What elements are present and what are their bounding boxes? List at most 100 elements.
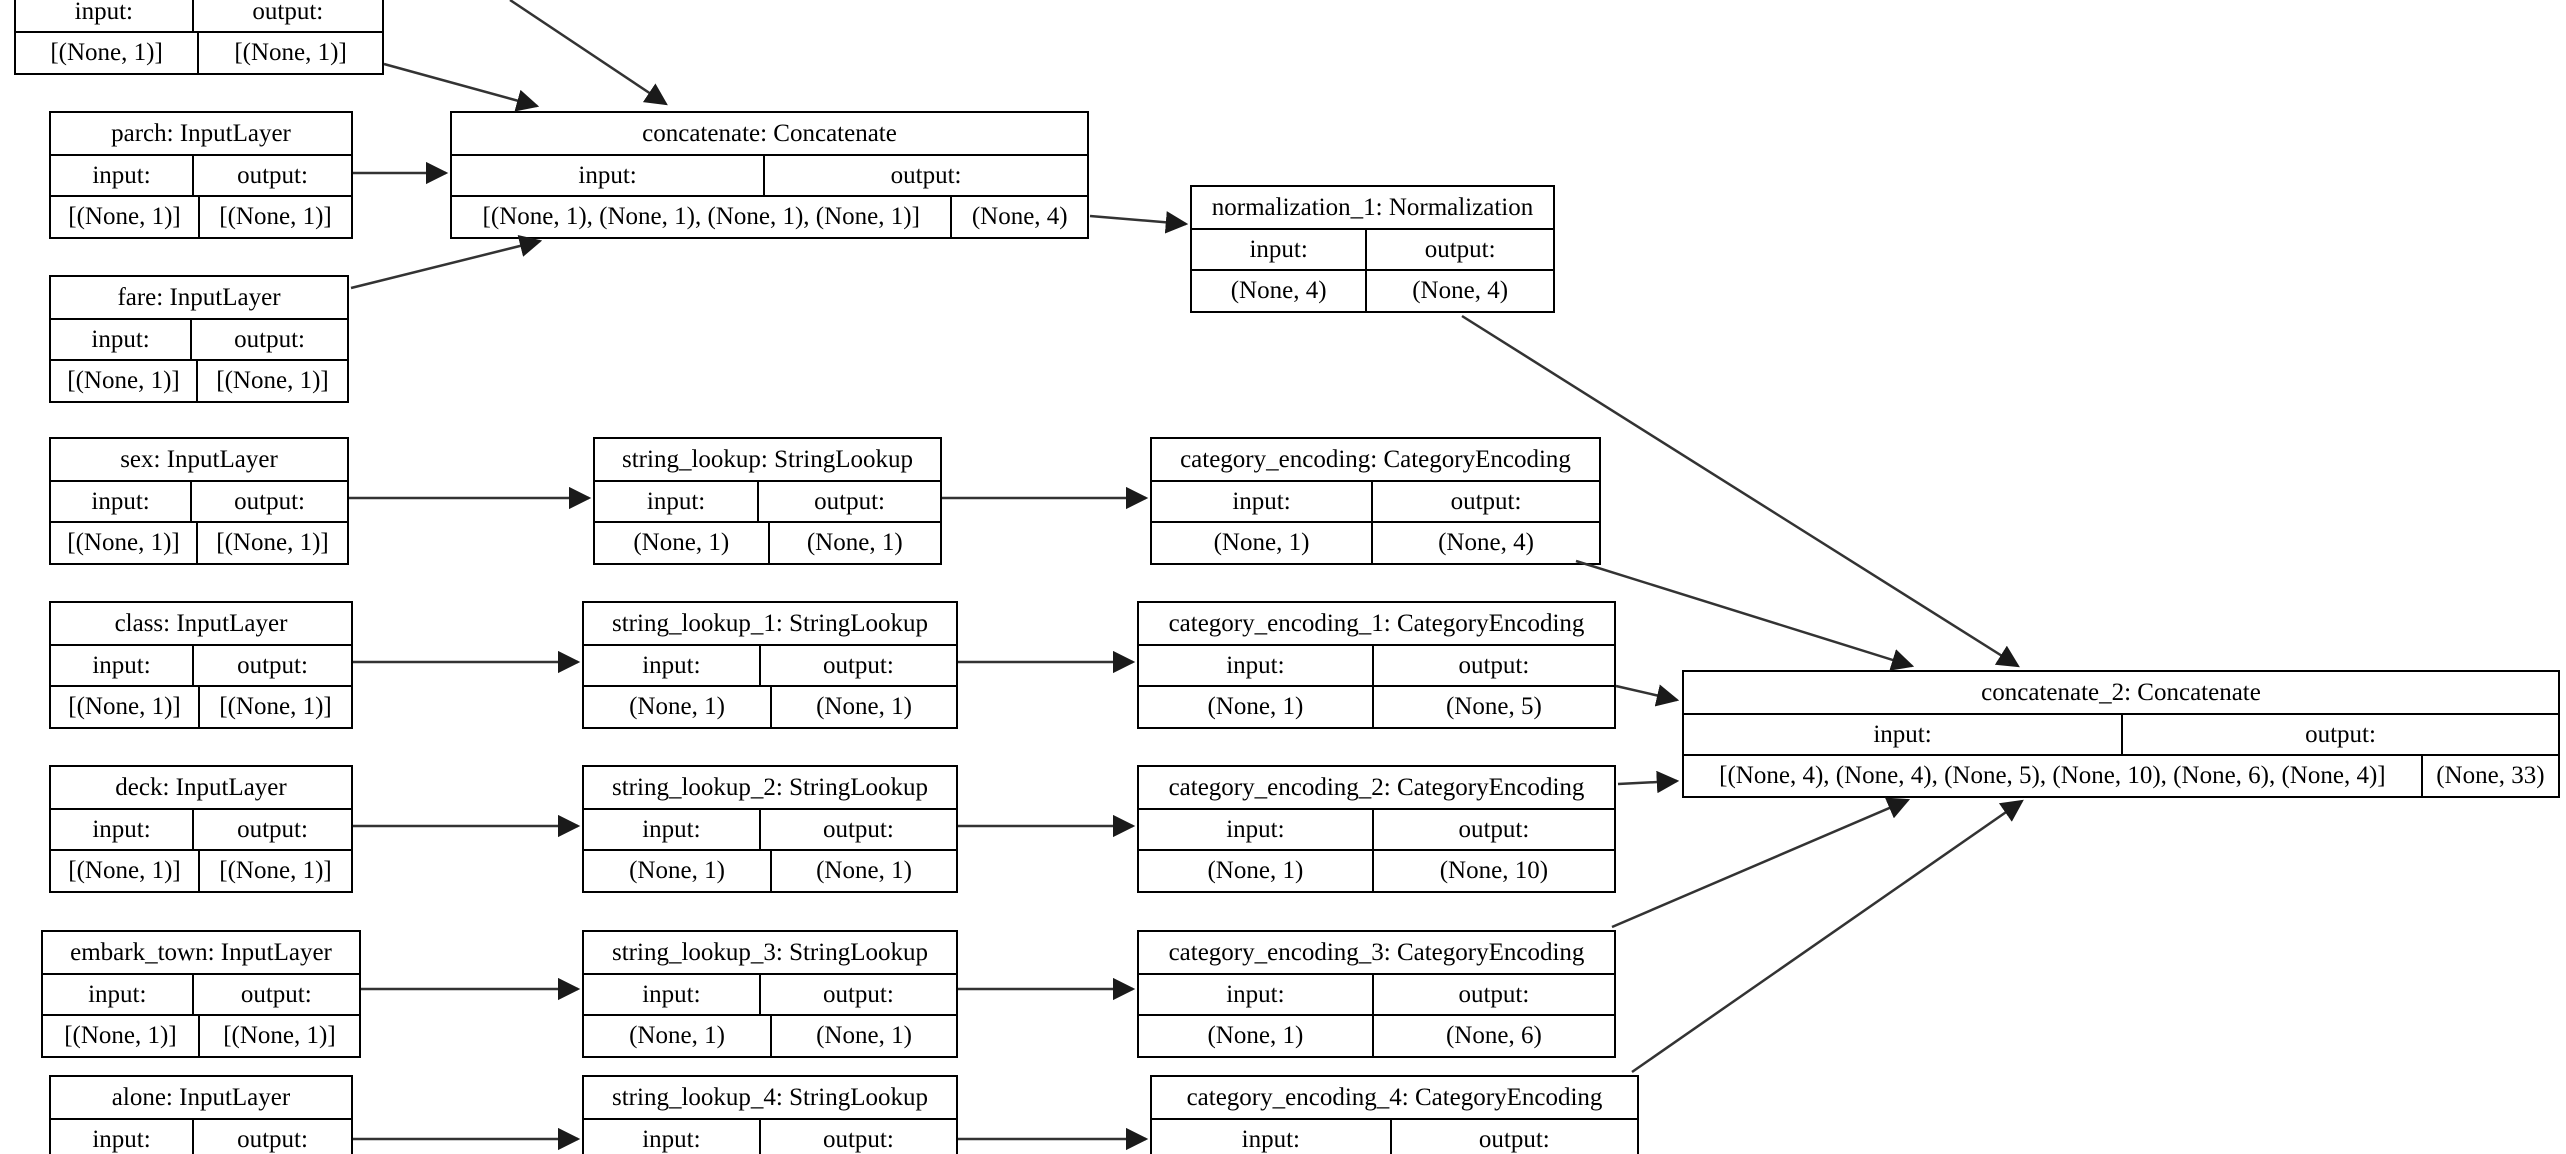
edge-19-arrow (1611, 797, 1911, 929)
class-output-shape: [(None, 1)] (198, 687, 351, 727)
category_encoding_1-title: category_encoding_1: CategoryEncoding (1168, 610, 1585, 637)
string_lookup_2-title: string_lookup_2: StringLookup (612, 774, 928, 801)
parch-output-label: output: (192, 156, 351, 195)
embark_town-input-shape: [(None, 1)] (64, 1022, 177, 1049)
node-category_encoding: category_encoding: CategoryEncoding input… (1150, 437, 1601, 565)
category_encoding_2-output-shape: (None, 10) (1371, 851, 1614, 891)
category_encoding_3-output-label: output: (1371, 975, 1614, 1014)
category_encoding_2-output-label: output: (1371, 810, 1614, 849)
sex-output-label: output: (190, 482, 347, 521)
deck-input-shape: [(None, 1)] (68, 857, 181, 884)
parch-input-shape: [(None, 1)] (68, 203, 181, 230)
class-input-shape: [(None, 1)] (68, 693, 181, 720)
category_encoding_1-output-label: output: (1371, 646, 1614, 685)
deck-shapes-row: [(None, 1)] [(None, 1)] (51, 849, 351, 891)
normalization_1-input-shape: (None, 4) (1230, 277, 1327, 304)
sex-output-shape: [(None, 1)] (196, 523, 347, 563)
parch-shapes-row: [(None, 1)] [(None, 1)] (51, 195, 351, 237)
parch-io-header-row: input: output: (51, 154, 351, 195)
edge-3-arrow (350, 234, 543, 290)
string_lookup-output-shape: (None, 1) (767, 523, 941, 563)
concatenate_2-output-shape: (None, 33) (2420, 756, 2558, 796)
edge-0-arrow (383, 62, 540, 112)
string_lookup-output-label: output: (757, 482, 940, 521)
concatenate-output-shape: (None, 4) (950, 197, 1087, 237)
string_lookup_4-io-header-row: input: output: (584, 1118, 956, 1154)
string_lookup-io-header-row: input: output: (595, 480, 940, 521)
normalization_1-output-shape: (None, 4) (1365, 271, 1553, 311)
category_encoding_1-input-label: input: (1226, 651, 1285, 679)
string_lookup-input-label: input: (646, 487, 706, 515)
category_encoding_3-shapes-row: (None, 1)(None, 6) (1139, 1014, 1614, 1056)
string_lookup_3-io-header-row: input:output: (584, 973, 956, 1014)
concatenate-io-header-row: input:output: (452, 154, 1087, 195)
normalization_1-input-label: input: (1249, 235, 1308, 263)
embark_town-io-header-row: input: output: (43, 973, 359, 1014)
class-input-label: input: (92, 651, 151, 679)
category_encoding-output-shape: (None, 4) (1371, 523, 1599, 563)
category_encoding-shapes-row: (None, 1)(None, 4) (1152, 521, 1599, 563)
deck-output-shape: [(None, 1)] (198, 851, 351, 891)
parch-output-shape: [(None, 1)] (198, 197, 351, 237)
string_lookup_1-title: string_lookup_1: StringLookup (612, 610, 928, 637)
string_lookup_1-input-shape: (None, 1) (629, 693, 725, 720)
sex-title: sex: InputLayer (120, 446, 278, 473)
string_lookup_4-input-label: input: (642, 1125, 701, 1153)
string_lookup_3-input-label: input: (642, 980, 701, 1008)
category_encoding-io-header-row: input: output: (1152, 480, 1599, 521)
input-partial-shapes-row: [(None, 1)][(None, 1)] (16, 31, 382, 73)
string_lookup_1-output-shape: (None, 1) (770, 687, 956, 727)
normalization_1-shapes-row: (None, 4) (None, 4) (1192, 269, 1553, 311)
concatenate_2-title: concatenate_2: Concatenate (1981, 679, 2261, 706)
category_encoding-output-label: output: (1371, 482, 1599, 521)
string_lookup_4-output-label: output: (758, 1120, 956, 1154)
string_lookup_1-input-label: input: (642, 651, 701, 679)
category_encoding_3-io-header-row: input:output: (1139, 973, 1614, 1014)
parch-title: parch: InputLayer (111, 120, 291, 147)
edge-20-arrow (1631, 799, 2024, 1074)
embark_town-output-label: output: (191, 975, 359, 1014)
string_lookup_3-title: string_lookup_3: StringLookup (612, 939, 928, 966)
category_encoding_1-io-header-row: input: output: (1139, 644, 1614, 685)
normalization_1-io-header-row: input: output: (1192, 228, 1553, 269)
string_lookup_2-output-label: output: (758, 810, 956, 849)
string_lookup_2-shapes-row: (None, 1)(None, 1) (584, 849, 956, 891)
string_lookup-shapes-row: (None, 1)(None, 1) (595, 521, 940, 563)
deck-output-label: output: (192, 810, 351, 849)
fare-input-shape: [(None, 1)] (67, 367, 180, 394)
embark_town-input-label: input: (88, 980, 147, 1008)
parch-input-label: input: (92, 161, 151, 189)
fare-shapes-row: [(None, 1)][(None, 1)] (51, 359, 347, 401)
string_lookup_1-io-header-row: input:output: (584, 644, 956, 685)
sex-input-shape: [(None, 1)] (67, 529, 180, 556)
category_encoding_1-input-shape: (None, 1) (1207, 693, 1304, 720)
category_encoding-title: category_encoding: CategoryEncoding (1180, 446, 1571, 473)
category_encoding_4-output-label: output: (1389, 1120, 1637, 1154)
normalization_1-output-label: output: (1365, 230, 1553, 269)
sex-input-label: input: (91, 487, 150, 515)
category_encoding-input-label: input: (1232, 487, 1291, 515)
category_encoding_2-input-shape: (None, 1) (1207, 857, 1304, 884)
normalization_1-title: normalization_1: Normalization (1211, 194, 1534, 221)
sex-io-header-row: input: output: (51, 480, 347, 521)
edge-4-arrow (1089, 211, 1189, 234)
category_encoding_2-io-header-row: input:output: (1139, 808, 1614, 849)
concatenate-input-shape: [(None, 1), (None, 1), (None, 1), (None,… (482, 203, 920, 230)
category_encoding_3-input-shape: (None, 1) (1207, 1022, 1304, 1049)
category_encoding_2-title: category_encoding_2: CategoryEncoding (1168, 774, 1585, 801)
concatenate_2-output-label: output: (2121, 715, 2558, 754)
deck-input-label: input: (92, 815, 151, 843)
string_lookup_2-input-shape: (None, 1) (629, 857, 725, 884)
alone-output-label: output: (192, 1120, 351, 1154)
embark_town-shapes-row: [(None, 1)][(None, 1)] (43, 1014, 359, 1056)
node-string_lookup_3: string_lookup_3: StringLookup input:outpu… (582, 930, 958, 1058)
category_encoding_4-title: category_encoding_4: CategoryEncoding (1186, 1084, 1603, 1111)
alone-io-header-row: input:output: (51, 1118, 351, 1154)
input-partial-output-label: output: (191, 0, 382, 31)
category_encoding_1-shapes-row: (None, 1)(None, 5) (1139, 685, 1614, 727)
